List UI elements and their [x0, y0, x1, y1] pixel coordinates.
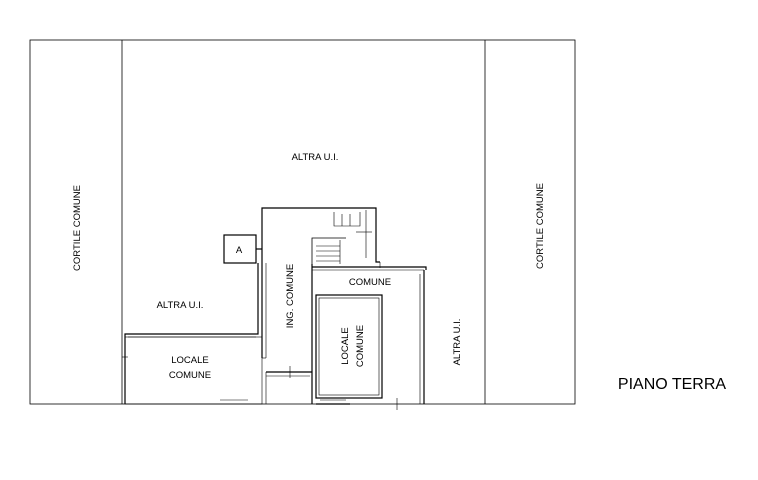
label-locale-center-2: COMUNE	[355, 325, 366, 367]
left-unit-wall	[124, 263, 259, 404]
label-altra-ui-right: ALTRA U.I.	[452, 319, 463, 366]
label-cortile-comune-left: CORTILE COMUNE	[72, 185, 83, 271]
label-cortile-comune-right: CORTILE COMUNE	[535, 183, 546, 269]
label-altra-ui-left: ALTRA U.I.	[157, 300, 204, 311]
label-comune: COMUNE	[349, 277, 391, 288]
stair-outline	[311, 237, 346, 264]
plan-title: PIANO TERRA	[618, 376, 727, 393]
locale-comune-center-room-inner	[318, 297, 380, 396]
outer-boundary	[29, 39, 576, 405]
locale-comune-left-room	[124, 336, 263, 405]
label-locale-left-1: LOCALE	[171, 355, 209, 366]
label-altra-ui-top: ALTRA U.I.	[292, 152, 339, 163]
stair-upper	[333, 212, 361, 227]
comune-top-wall	[312, 266, 427, 270]
label-ing-comune: ING. COMUNE	[285, 264, 296, 328]
locale-comune-center-room	[315, 294, 383, 399]
label-box-a: A	[236, 245, 243, 256]
label-locale-left-2: COMUNE	[169, 370, 211, 381]
core-upper-wall	[261, 207, 380, 263]
label-locale-center-1: LOCALE	[340, 327, 351, 365]
